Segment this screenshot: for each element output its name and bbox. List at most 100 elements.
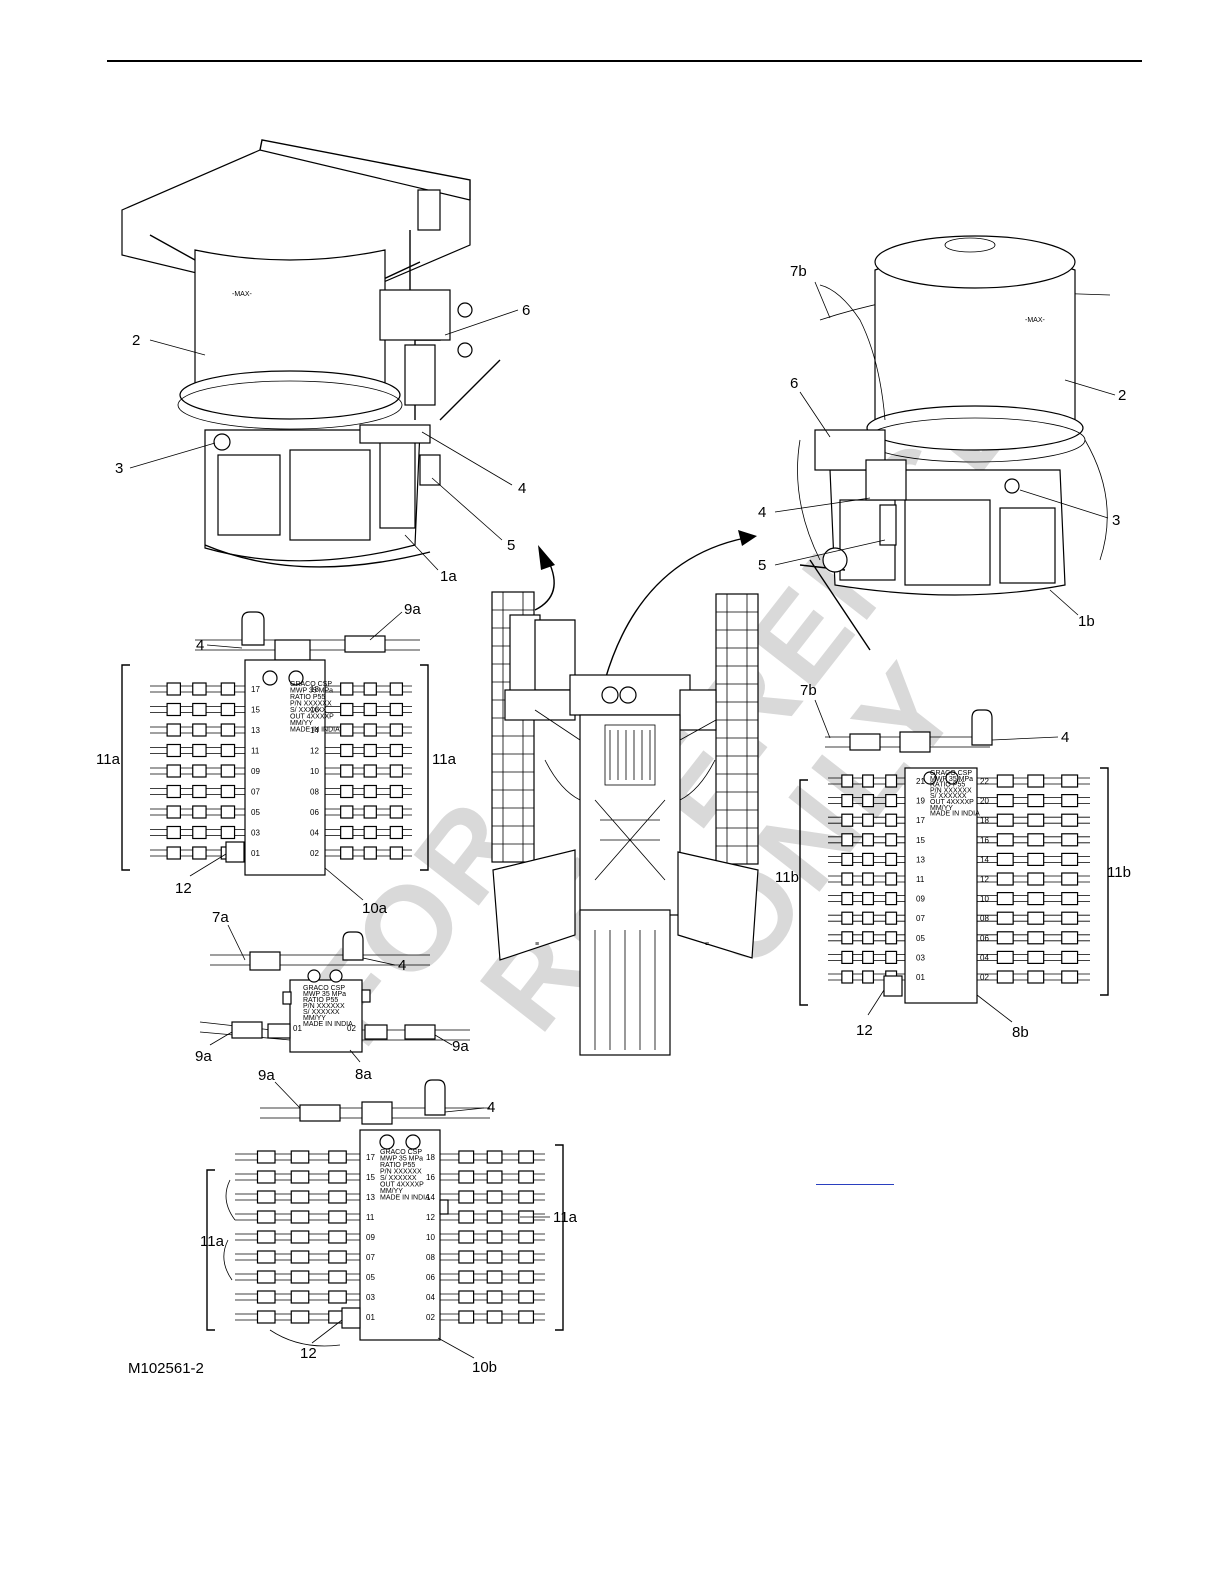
fitting-nut bbox=[363, 743, 377, 758]
fitting-nut bbox=[885, 891, 898, 906]
port-02-label: 02 bbox=[980, 973, 989, 982]
fitting-nut bbox=[389, 805, 404, 819]
plate-10a-line: MADE IN INDIA bbox=[290, 727, 340, 734]
fitting-nut bbox=[458, 1230, 475, 1244]
fitting-nut bbox=[256, 1170, 276, 1184]
fitting-nut bbox=[486, 1270, 503, 1284]
fitting-nut bbox=[862, 872, 875, 886]
port-02-label: 02 bbox=[310, 849, 319, 858]
fitting-nut bbox=[166, 825, 182, 840]
fitting-nut bbox=[1027, 970, 1045, 984]
port-04-label: 04 bbox=[980, 953, 989, 962]
callout-4: 4 bbox=[758, 504, 766, 521]
machine-top-view: ≡ ≡ bbox=[491, 591, 759, 1056]
cross-reference-link[interactable] bbox=[816, 1168, 894, 1185]
plate-8b-line: MADE IN INDIA bbox=[930, 811, 980, 818]
port-03-label: 03 bbox=[916, 953, 925, 962]
fitting-nut bbox=[340, 846, 354, 860]
callout-9a-right: 9a bbox=[452, 1038, 469, 1055]
port-09-label: 09 bbox=[251, 767, 260, 776]
port-04-label: 04 bbox=[310, 829, 319, 838]
callout-3: 3 bbox=[115, 460, 123, 477]
plate-8b-line: P/N XXXXXX bbox=[930, 787, 972, 794]
fitting-nut bbox=[220, 743, 236, 758]
fitting-nut bbox=[192, 805, 207, 819]
fitting-nut bbox=[1027, 813, 1045, 827]
fitting-nut bbox=[192, 764, 207, 778]
fitting-nut bbox=[192, 702, 207, 717]
fitting-nut bbox=[996, 891, 1014, 906]
fitting-nut bbox=[192, 784, 207, 799]
port-11-label: 11 bbox=[366, 1213, 375, 1222]
fitting-nut bbox=[389, 846, 404, 860]
fitting-nut bbox=[1061, 950, 1079, 965]
fitting-nut bbox=[841, 793, 854, 808]
plate-8a-line: MWP 35 MPa bbox=[303, 991, 346, 998]
pump-1b: -MAX- bbox=[797, 235, 1111, 651]
fitting-nut bbox=[340, 723, 354, 737]
fitting-nut bbox=[389, 723, 404, 737]
fitting-nut bbox=[486, 1210, 503, 1224]
fitting-nut bbox=[458, 1270, 475, 1284]
fitting-nut bbox=[458, 1250, 475, 1264]
plate-8a-line: S/ XXXXXX bbox=[303, 1009, 340, 1016]
port-15-label: 15 bbox=[366, 1173, 375, 1182]
port-16-label: 16 bbox=[426, 1173, 435, 1182]
fittings-10a bbox=[150, 682, 412, 860]
callout-4: 4 bbox=[1061, 729, 1069, 746]
fitting-nut bbox=[996, 931, 1014, 945]
fitting-nut bbox=[389, 825, 404, 840]
plate-10a-line: RATIO P55 bbox=[290, 694, 325, 701]
fitting-nut bbox=[256, 1310, 276, 1324]
port-19-label: 19 bbox=[916, 797, 925, 806]
plate-8a-line: MM/YY bbox=[303, 1015, 326, 1022]
fitting-nut bbox=[996, 813, 1014, 827]
port-01-label: 01 bbox=[916, 973, 925, 982]
callout-11a-right: 11a bbox=[432, 751, 457, 768]
fitting-nut bbox=[256, 1270, 276, 1284]
block-10b-callouts: 9a 4 11a 11a 12 10b bbox=[200, 1067, 578, 1376]
port-18-label: 18 bbox=[980, 816, 989, 825]
fitting-nut bbox=[166, 764, 182, 778]
fitting-nut bbox=[290, 1310, 310, 1324]
fitting-nut bbox=[486, 1250, 503, 1264]
fitting-nut bbox=[220, 784, 236, 799]
fitting-nut bbox=[458, 1170, 475, 1184]
callout-9a: 9a bbox=[404, 601, 421, 618]
plate-10a-line: P/N XXXXXX bbox=[290, 701, 332, 708]
fitting-nut bbox=[996, 911, 1014, 925]
fitting-nut bbox=[256, 1210, 276, 1224]
fitting-nut bbox=[328, 1270, 347, 1284]
callout-3: 3 bbox=[1112, 512, 1120, 529]
pump-1a: -MAX- bbox=[121, 139, 501, 568]
port-17-label: 17 bbox=[251, 685, 260, 694]
fitting-nut bbox=[862, 950, 875, 965]
callout-11a-right: 11a bbox=[553, 1209, 578, 1226]
fitting-nut bbox=[363, 723, 377, 737]
fitting-nut bbox=[1061, 970, 1079, 984]
port-15-label: 15 bbox=[251, 706, 260, 715]
fitting-nut bbox=[340, 805, 354, 819]
fitting-nut bbox=[486, 1310, 503, 1324]
fitting-nut bbox=[486, 1150, 503, 1164]
port-10-label: 10 bbox=[310, 767, 319, 776]
fitting-nut bbox=[340, 682, 354, 696]
fitting-nut bbox=[256, 1190, 276, 1204]
fitting-nut bbox=[220, 682, 236, 696]
fitting-nut bbox=[1027, 931, 1045, 945]
fitting-nut bbox=[1061, 872, 1079, 886]
port-06-label: 06 bbox=[426, 1273, 435, 1282]
fitting-nut bbox=[1061, 833, 1079, 847]
fitting-nut bbox=[328, 1230, 347, 1244]
port-12-label: 12 bbox=[980, 875, 989, 884]
fitting-nut bbox=[340, 702, 354, 717]
port-14-label: 14 bbox=[310, 726, 319, 735]
plate-8a-line: GRACO CSP bbox=[303, 985, 345, 992]
fitting-nut bbox=[220, 723, 236, 737]
fitting-nut bbox=[486, 1170, 503, 1184]
fitting-nut bbox=[841, 931, 854, 945]
